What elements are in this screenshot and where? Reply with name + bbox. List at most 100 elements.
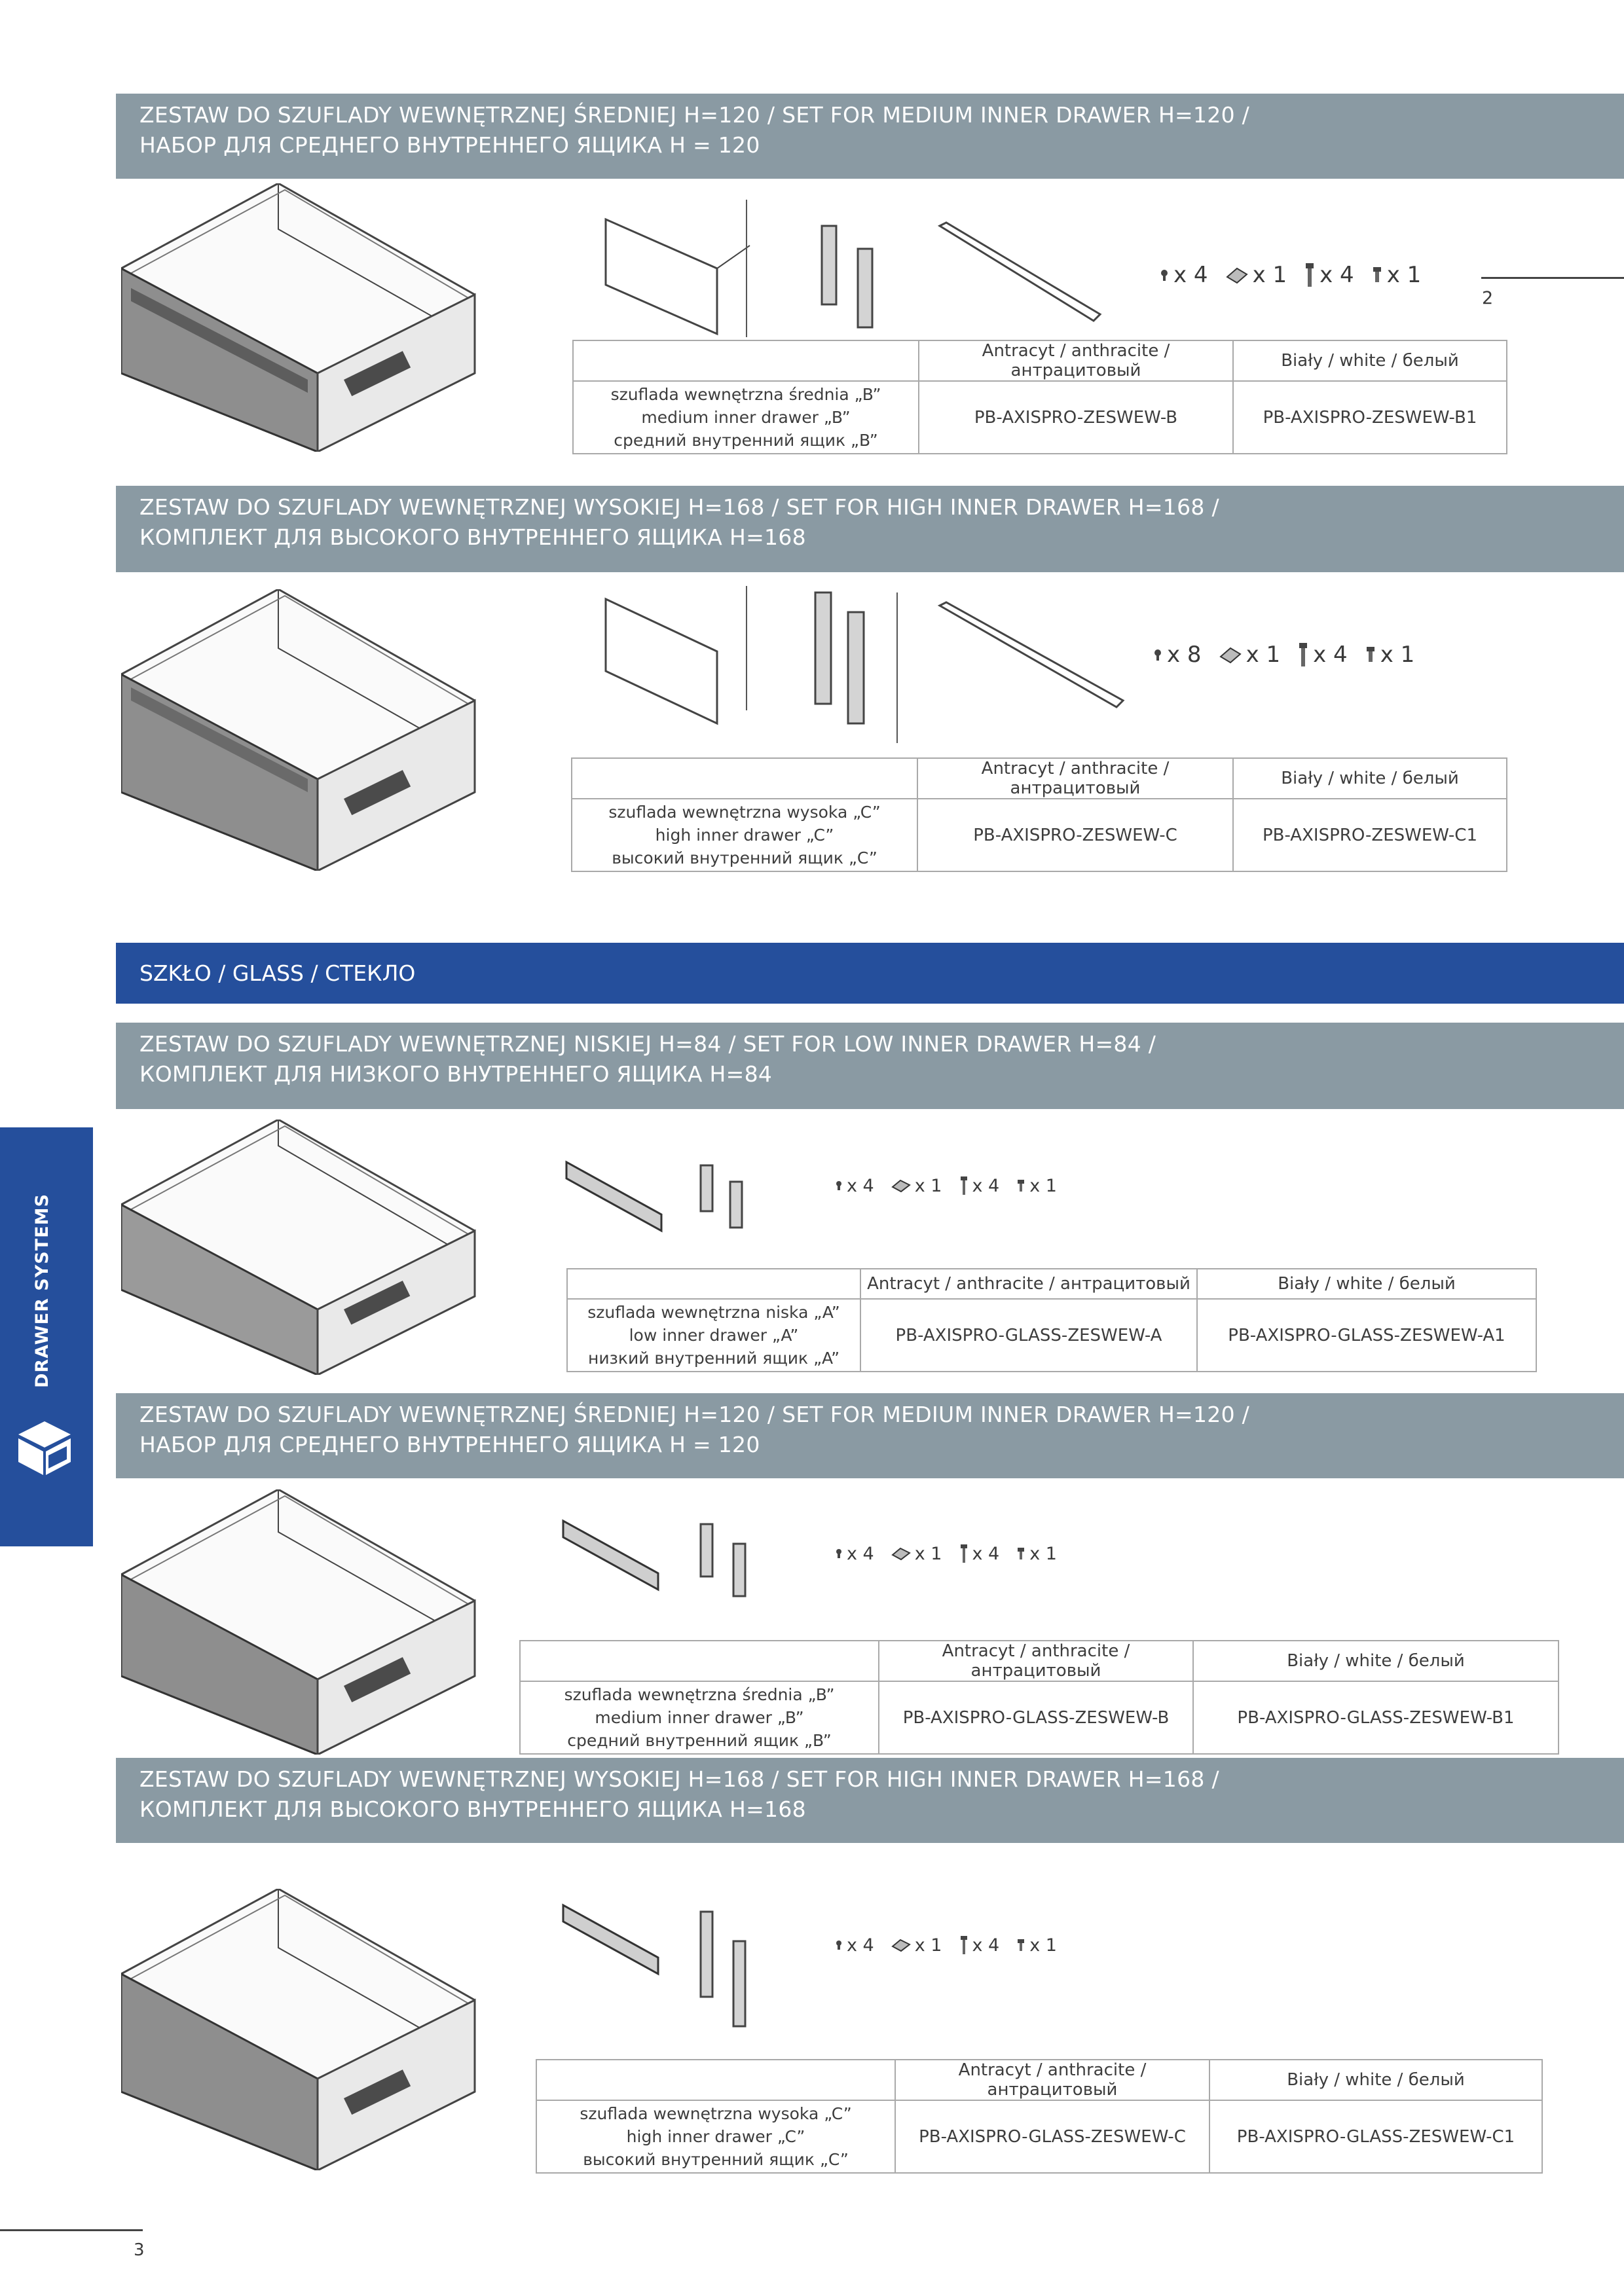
long-screw-icon (1306, 263, 1314, 287)
side-tab-label: DRAWER SYSTEMS (31, 1194, 52, 1388)
section-title: ZESTAW DO SZUFLADY WEWNĘTRZNEJ ŚREDNIEJ … (139, 1402, 1250, 1427)
parts-drawing (604, 586, 1125, 743)
hardware-list: x 4 x 1 x 4 x 1 (835, 1935, 1074, 1956)
col-anthracite: Antracyt / anthracite / антрацитовый (860, 1268, 1198, 1300)
section-header: ZESTAW DO SZUFLADY WEWNĘTRZNEJ WYSOKIEJ … (116, 486, 1624, 572)
parts-drawing (565, 1160, 743, 1233)
code-anthracite: PB-AXISPRO-ZESWEW-C (917, 798, 1234, 872)
short-screw-icon (1018, 1939, 1025, 1951)
section-subtitle: КОМПЛЕКТ ДЛЯ ВЫСОКОГО ВНУТРЕННЕГО ЯЩИКА … (139, 524, 806, 550)
note-number: 2 (1482, 288, 1494, 308)
col-anthracite: Antracyt / anthracite / антрацитовый (918, 340, 1234, 382)
short-screw-icon (1018, 1548, 1025, 1559)
drawer-illustration (121, 1489, 476, 1755)
hardware-item: x 1 (1371, 262, 1421, 288)
section-subtitle: НАБОР ДЛЯ СРЕДНЕГО ВНУТРЕННЕГО ЯЩИКА H =… (139, 1432, 760, 1457)
screw-icon (836, 1549, 841, 1558)
hardware-item: x 1 (891, 1544, 942, 1564)
screw-icon (836, 1181, 841, 1190)
col-anthracite: Antracyt / anthracite / антрацитовый (895, 2059, 1210, 2101)
col-anthracite: Antracyt / anthracite / антрацитовый (917, 757, 1234, 799)
page-number: 3 (134, 2240, 145, 2260)
product-desc: szuflada wewnętrzna wysoka „C” high inne… (536, 2100, 896, 2174)
code-white: PB-AXISPRO-ZESWEW-C1 (1232, 798, 1507, 872)
code-table: Antracyt / anthracite / антрацитовый Bia… (519, 1640, 1559, 1755)
section-header: ZESTAW DO SZUFLADY WEWNĘTRZNEJ ŚREDNIEJ … (116, 1393, 1624, 1478)
code-table: Antracyt / anthracite / антрацитовый Bia… (536, 2059, 1543, 2174)
long-screw-icon (960, 1176, 967, 1195)
parts-drawing (562, 1519, 747, 1597)
hardware-item: x 1 (891, 1935, 942, 1956)
drawer-systems-icon (18, 1421, 71, 1475)
hardware-list: x 4 x 1 x 4 x 1 (835, 1175, 1074, 1196)
drawer-systems-tab[interactable] (0, 1127, 93, 1546)
hardware-item: x 1 (1016, 1544, 1057, 1564)
col-white: Biały / white / белый (1232, 340, 1507, 382)
hardware-item: x 4 (959, 1935, 999, 1956)
parts-drawing (604, 200, 1102, 337)
section-header: ZESTAW DO SZUFLADY WEWNĘTRZNEJ WYSOKIEJ … (116, 1758, 1624, 1843)
short-screw-icon (1373, 267, 1381, 282)
section-title: ZESTAW DO SZUFLADY WEWNĘTRZNEJ NISKIEJ H… (139, 1031, 1156, 1057)
note-line (1481, 277, 1624, 279)
parts-drawing (562, 1903, 747, 2028)
product-desc: szuflada wewnętrzna niska „A” low inner … (566, 1298, 861, 1372)
product-desc: szuflada wewnętrzna wysoka „C” high inne… (571, 798, 918, 872)
code-white: PB-AXISPRO-GLASS-ZESWEW-C1 (1209, 2100, 1543, 2174)
section-subtitle: КОМПЛЕКТ ДЛЯ НИЗКОГО ВНУТРЕННЕГО ЯЩИКА H… (139, 1061, 773, 1087)
code-anthracite: PB-AXISPRO-GLASS-ZESWEW-B (878, 1681, 1194, 1755)
drawer-illustration (121, 589, 476, 871)
hardware-item: x 1 (891, 1176, 942, 1196)
screw-icon (1154, 649, 1161, 661)
hardware-item: x 4 (1304, 262, 1354, 288)
clip-icon (891, 1939, 911, 1952)
section-title: ZESTAW DO SZUFLADY WEWNĘTRZNEJ ŚREDNIEJ … (139, 102, 1250, 128)
hardware-item: x 8 (1153, 642, 1202, 668)
code-table: Antracyt / anthracite / антрацитовый Bia… (566, 1268, 1537, 1372)
hardware-item: x 4 (835, 1544, 874, 1564)
code-anthracite: PB-AXISPRO-ZESWEW-B (918, 380, 1234, 454)
screw-icon (1161, 270, 1168, 281)
long-screw-icon (960, 1544, 967, 1563)
footer-line (0, 2229, 143, 2231)
clip-icon (1225, 267, 1248, 284)
code-anthracite: PB-AXISPRO-GLASS-ZESWEW-A (860, 1298, 1198, 1372)
long-screw-icon (1299, 643, 1308, 666)
clip-icon (891, 1547, 911, 1561)
hardware-item: x 1 (1016, 1935, 1057, 1956)
section-title: ZESTAW DO SZUFLADY WEWNĘTRZNEJ WYSOKIEJ … (139, 1766, 1219, 1792)
code-white: PB-AXISPRO-GLASS-ZESWEW-B1 (1192, 1681, 1559, 1755)
col-white: Biały / white / белый (1232, 757, 1507, 799)
section-title: ZESTAW DO SZUFLADY WEWNĘTRZNEJ WYSOKIEJ … (139, 494, 1219, 520)
hardware-list: x 4 x 1 x 4 x 1 (835, 1543, 1074, 1564)
long-screw-icon (960, 1936, 967, 1954)
section-header: ZESTAW DO SZUFLADY WEWNĘTRZNEJ ŚREDNIEJ … (116, 94, 1624, 179)
col-white: Biały / white / белый (1192, 1640, 1559, 1682)
screw-icon (836, 1941, 841, 1950)
short-screw-icon (1018, 1180, 1025, 1192)
col-white: Biały / white / белый (1196, 1268, 1537, 1300)
hardware-item: x 4 (835, 1935, 874, 1956)
hardware-list: x 4 x 1 x 4 x 1 (1159, 262, 1438, 288)
code-table: Antracyt / anthracite / антрацитовый Bia… (571, 757, 1507, 872)
drawer-illustration (121, 183, 476, 452)
clip-icon (891, 1179, 911, 1193)
section-subtitle: НАБОР ДЛЯ СРЕДНЕГО ВНУТРЕННЕГО ЯЩИКА H =… (139, 132, 760, 158)
hardware-item: x 1 (1365, 642, 1414, 668)
code-white: PB-AXISPRO-GLASS-ZESWEW-A1 (1196, 1298, 1537, 1372)
hardware-item: x 1 (1225, 262, 1287, 288)
drawer-illustration (121, 1120, 476, 1375)
hardware-item: x 4 (1297, 642, 1348, 668)
hardware-item: x 1 (1219, 642, 1280, 668)
hardware-list: x 8 x 1 x 4 x 1 (1153, 642, 1431, 668)
glass-section-title: SZKŁO / GLASS / СТЕКЛО (139, 960, 416, 986)
code-table: Antracyt / anthracite / антрацитовый Bia… (572, 340, 1507, 454)
hardware-item: x 4 (835, 1176, 874, 1196)
col-white: Biały / white / белый (1209, 2059, 1543, 2101)
section-header: ZESTAW DO SZUFLADY WEWNĘTRZNEJ NISKIEJ H… (116, 1023, 1624, 1109)
clip-icon (1219, 647, 1242, 664)
glass-section-header: SZKŁO / GLASS / СТЕКЛО (116, 943, 1624, 1004)
product-desc: szuflada wewnętrzna średnia „B” medium i… (519, 1681, 879, 1755)
drawer-illustration (121, 1889, 476, 2170)
hardware-item: x 1 (1016, 1176, 1057, 1196)
